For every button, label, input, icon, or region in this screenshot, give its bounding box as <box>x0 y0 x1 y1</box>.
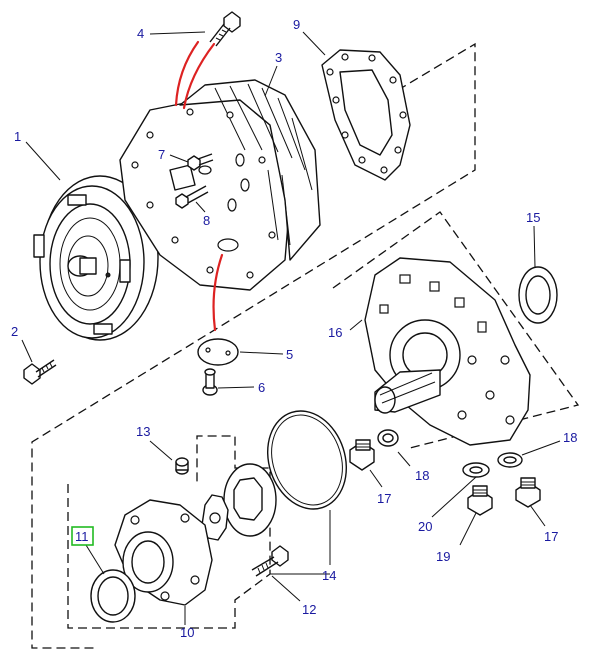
plug-part-17-left <box>349 439 375 471</box>
screw-part-6 <box>202 368 218 396</box>
callout-20: 20 <box>418 519 432 534</box>
callout-9: 9 <box>293 17 300 32</box>
callout-labels: 1 2 3 4 5 6 7 8 9 10 11 12 13 14 15 16 1… <box>11 17 577 640</box>
callout-3: 3 <box>275 50 282 65</box>
torque-converter <box>33 175 159 341</box>
dowel-pin-part-13 <box>175 457 189 475</box>
bolt-part-2 <box>23 359 57 385</box>
bolt-part-7 <box>187 153 214 171</box>
routing-marker-line <box>212 253 224 332</box>
routing-markers <box>174 40 224 332</box>
callout-4: 4 <box>137 26 144 41</box>
callout-7: 7 <box>158 147 165 162</box>
pump-outer-gear <box>223 463 277 537</box>
highlight-box-11 <box>71 526 94 546</box>
callout-8: 8 <box>203 213 210 228</box>
seal-part-15 <box>518 266 558 324</box>
callout-15: 15 <box>526 210 540 225</box>
callout-16: 16 <box>328 325 342 340</box>
callout-6: 6 <box>258 380 265 395</box>
washer-part-20 <box>462 462 490 478</box>
leader-lines <box>21 31 561 625</box>
callout-2: 2 <box>11 324 18 339</box>
bolt-part-12 <box>251 545 289 577</box>
callout-19: 19 <box>436 549 450 564</box>
callout-10: 10 <box>180 625 194 640</box>
routing-marker-line <box>182 42 216 110</box>
converter-housing <box>119 79 321 291</box>
cover-plate-part-5 <box>197 338 239 366</box>
pump-housing-part-10 <box>114 499 213 606</box>
callout-12: 12 <box>302 602 316 617</box>
bolt-part-4 <box>209 11 241 47</box>
callout-1: 1 <box>14 129 21 144</box>
callout-18-left: 18 <box>415 468 429 483</box>
plug-part-17-right <box>515 477 541 508</box>
oil-pump-body <box>364 257 531 446</box>
callout-11: 11 <box>75 529 89 544</box>
callout-17-right: 17 <box>544 529 558 544</box>
seal-part-11 <box>90 569 136 623</box>
o-ring-part-14 <box>266 410 348 510</box>
bolt-part-8 <box>175 185 209 209</box>
gasket-part-9 <box>321 49 411 181</box>
main-assembly-dashed-outline <box>31 42 476 649</box>
callout-17-left: 17 <box>377 491 391 506</box>
callout-13: 13 <box>136 424 150 439</box>
washer-part-18-right <box>497 452 523 468</box>
callout-18-right: 18 <box>563 430 577 445</box>
washer-part-18-left <box>377 429 399 447</box>
plug-part-19 <box>467 485 493 516</box>
callout-5: 5 <box>286 347 293 362</box>
routing-marker-line <box>174 40 200 107</box>
callout-14: 14 <box>322 568 336 583</box>
